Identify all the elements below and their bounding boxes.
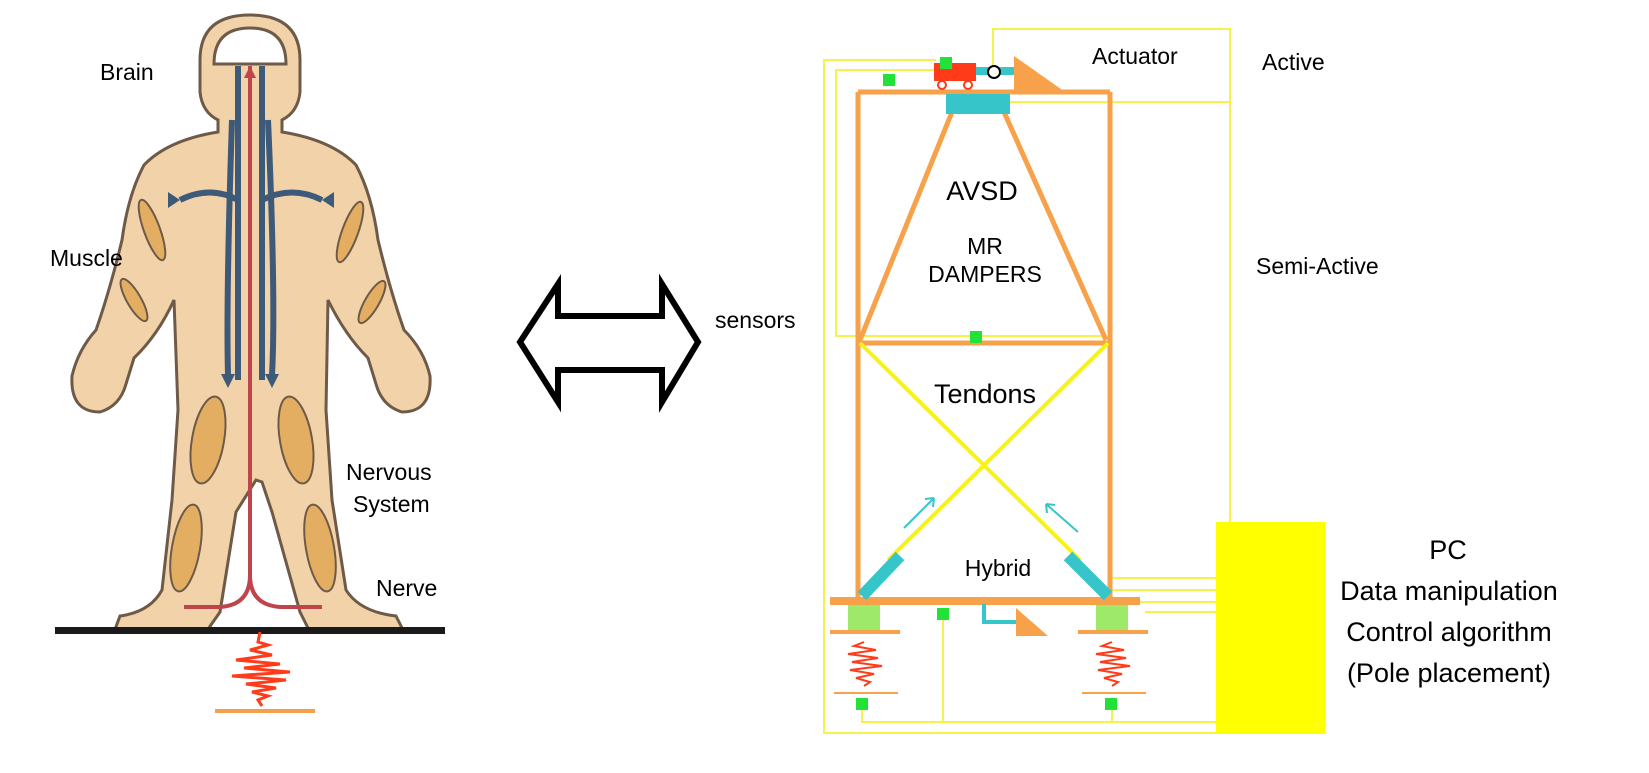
muscle-group — [119, 198, 387, 593]
label-hybrid: Hybrid — [965, 555, 1031, 581]
human-body-illustration: Brain Muscle Nervous System Nerve — [50, 13, 445, 713]
sensor-icon — [883, 74, 895, 86]
nerve-lines — [168, 66, 334, 609]
sensory-nerve-path — [184, 66, 322, 609]
nerve-path — [178, 66, 241, 206]
label-tendons: Tendons — [934, 379, 1036, 409]
tendon-line — [886, 341, 1110, 562]
avsd-device — [946, 94, 1010, 114]
nerve-path — [265, 119, 277, 376]
cart-wheel-left — [937, 80, 947, 90]
nerve-path — [259, 66, 324, 205]
earthquake-base-left — [215, 709, 315, 713]
sensor-icon — [940, 57, 952, 69]
muscle-icon — [335, 200, 365, 264]
tendon-force-arrows — [903, 497, 1079, 533]
muscle-icon — [119, 277, 149, 323]
isolator-plate — [830, 630, 900, 634]
arrowhead-icon — [265, 374, 279, 388]
muscle-icon — [303, 503, 337, 593]
frame — [830, 89, 1140, 605]
base-isolator-bearing — [1096, 605, 1128, 631]
label-sensors: sensors — [715, 307, 796, 333]
arrowhead-icon — [168, 192, 180, 208]
frame-member — [857, 111, 955, 341]
tendon-damper-left — [857, 551, 905, 601]
actuator-assembly — [934, 56, 1068, 94]
label-system: System — [353, 491, 430, 517]
arrowhead-icon — [322, 192, 334, 208]
damper-devices — [857, 94, 1113, 601]
pc-box — [1216, 522, 1325, 734]
hybrid-actuator — [982, 604, 1048, 636]
control-wire — [861, 704, 1216, 723]
base-isolators — [830, 605, 1148, 694]
sensor-markers — [856, 57, 1117, 710]
control-wiring — [823, 28, 1231, 734]
sensor-icon — [970, 331, 982, 343]
earthquake-waveform-left — [231, 631, 291, 707]
frame-member — [1001, 110, 1109, 342]
label-pole-placement: (Pole placement) — [1347, 658, 1551, 688]
hybrid-actuator-arm — [982, 604, 1016, 624]
muscle-icon — [277, 395, 315, 485]
label-mr: MR — [967, 233, 1003, 259]
base-isolator-bearing — [848, 605, 880, 631]
earthquake-base — [834, 692, 898, 694]
sensor-icon — [937, 608, 949, 620]
label-semi-active: Semi-Active — [1256, 253, 1379, 279]
control-wire — [823, 59, 1216, 734]
label-nerve: Nerve — [376, 575, 437, 601]
ground-line — [55, 627, 445, 634]
muscle-icon — [169, 503, 203, 593]
force-arrow-icon — [1045, 503, 1079, 533]
sensor-icon — [1105, 698, 1117, 710]
double-headed-arrow-icon — [516, 273, 702, 413]
label-nervous: Nervous — [346, 459, 432, 485]
sensor-icon — [856, 698, 868, 710]
hybrid-actuator-triangle — [1016, 608, 1048, 636]
label-brain: Brain — [100, 59, 154, 85]
label-control-algorithm: Control algorithm — [1346, 617, 1552, 647]
earthquake-waveform — [847, 641, 883, 687]
arrowhead-icon — [221, 374, 235, 388]
label-muscle: Muscle — [50, 245, 123, 271]
isolator-plate — [1078, 630, 1148, 634]
base-slab — [830, 597, 1140, 605]
tendon-damper-right — [1063, 551, 1113, 601]
tendon-cross — [858, 341, 1110, 562]
nerve-path — [224, 119, 235, 376]
cart-wheel-right — [963, 80, 973, 90]
tendon-line — [858, 341, 1082, 562]
muscle-icon — [189, 395, 227, 485]
earthquake-waveform — [1095, 641, 1131, 687]
muscle-icon — [357, 279, 387, 325]
arrowhead-icon — [244, 66, 256, 78]
label-active: Active — [1262, 49, 1325, 75]
actuator-joint — [987, 65, 1001, 79]
label-avsd: AVSD — [946, 176, 1018, 206]
force-arrow-icon — [903, 497, 935, 529]
earthquake-base — [1082, 692, 1146, 694]
muscle-icon — [137, 198, 167, 262]
structure-diagram: Actuator Active Semi-Active sensors AVSD… — [715, 28, 1558, 734]
label-data-manipulation: Data manipulation — [1340, 576, 1558, 606]
brain-ring — [212, 26, 288, 66]
label-dampers: DAMPERS — [928, 261, 1042, 287]
label-pc: PC — [1429, 535, 1467, 565]
actuator-triangle — [1014, 56, 1068, 94]
control-wire — [992, 28, 1231, 522]
label-actuator: Actuator — [1092, 43, 1178, 69]
